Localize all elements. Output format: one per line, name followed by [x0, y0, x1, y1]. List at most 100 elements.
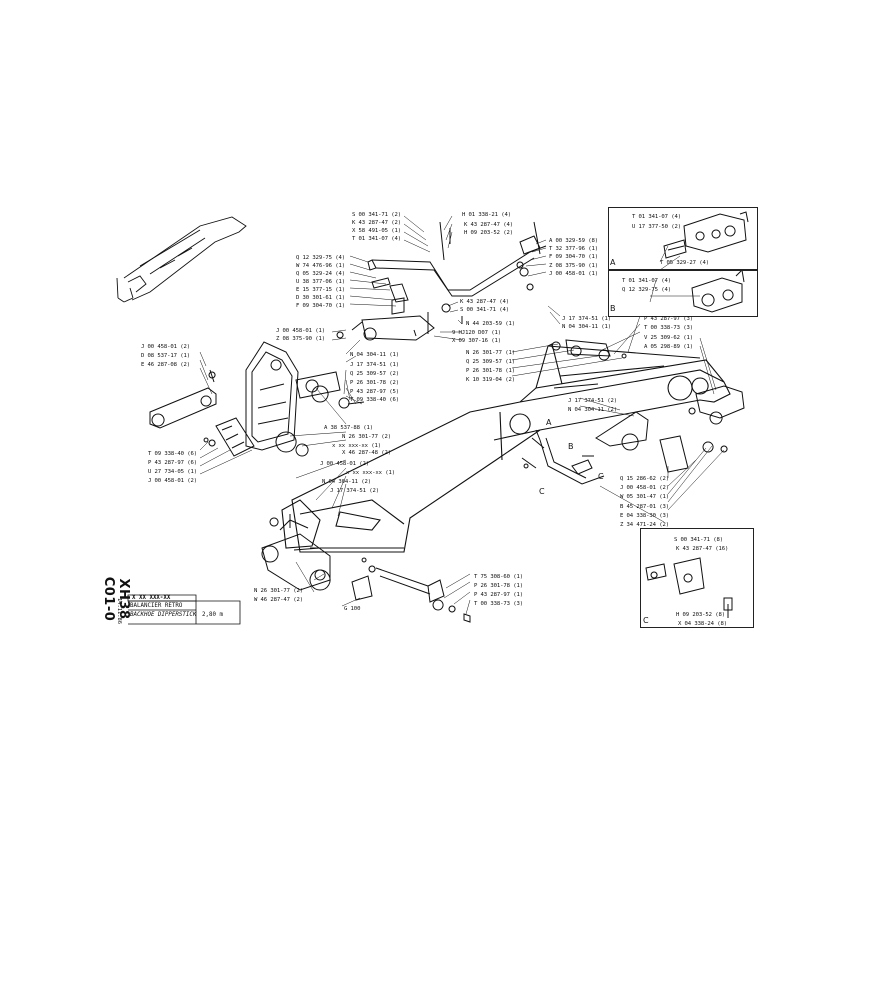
part-label[interactable]: A 38 537-88 (1)	[324, 425, 374, 431]
part-label[interactable]: N 04 304-11 (2)	[568, 407, 618, 413]
part-label[interactable]: P 26 301-78 (2)	[350, 380, 400, 386]
part-label[interactable]: P 43 287-97 (6)	[148, 460, 198, 466]
part-label[interactable]: W 05 301-47 (1)	[620, 494, 670, 500]
part-label[interactable]: U 38 377-06 (1)	[296, 279, 346, 285]
part-label[interactable]: S 00 341-71 (8)	[674, 537, 724, 543]
side-plate-assembly	[245, 341, 365, 457]
part-label[interactable]: x xx xxx-xx (1)	[346, 470, 396, 476]
part-label[interactable]: T 00 338-73 (3)	[474, 601, 524, 607]
leader-lines	[199, 215, 725, 615]
part-label[interactable]: H 09 203-52 (2)	[464, 230, 514, 236]
title-french: BALANCIER RETRO	[130, 603, 183, 609]
callout-letter-b: B	[568, 442, 574, 451]
part-label[interactable]: E 46 287-08 (2)	[141, 362, 191, 368]
part-label[interactable]: U 17 377-50 (2)	[632, 224, 682, 230]
part-label[interactable]: Q 12 329-75 (4)	[622, 287, 672, 293]
part-label[interactable]: Z 34 471-24 (2)	[620, 522, 670, 528]
part-label[interactable]: T 75 308-60 (1)	[474, 574, 524, 580]
part-label[interactable]: E 15 377-15 (1)	[296, 287, 346, 293]
part-label[interactable]: A 05 298-89 (1)	[644, 344, 694, 350]
title-english: BACKHOE DIPPERSTICK	[130, 612, 197, 618]
part-label[interactable]: J 17 374-51 (2)	[568, 398, 618, 404]
title-block-frame	[127, 594, 241, 625]
part-label[interactable]: J 00 458-01 (2)	[148, 478, 198, 484]
part-label[interactable]: Z 08 375-90 (1)	[549, 263, 599, 269]
part-label[interactable]: J 17 374-51 (2)	[330, 488, 380, 494]
part-label[interactable]: F 09 304-70 (1)	[549, 254, 599, 260]
part-label[interactable]: N 26 301-77 (2)	[254, 588, 304, 594]
detail-c-drawing	[645, 557, 733, 618]
part-label[interactable]: W 46 287-47 (2)	[254, 597, 304, 603]
part-label[interactable]: P 26 301-78 (1)	[466, 368, 516, 374]
part-label[interactable]: N 04 304-11 (2)	[322, 479, 372, 485]
detail-view-b-frame	[608, 269, 758, 317]
part-label[interactable]: J 00 458-01 (1)	[549, 271, 599, 277]
part-label[interactable]: X 09 307-16 (1)	[452, 338, 502, 344]
part-label[interactable]: P 43 287-97 (5)	[350, 389, 400, 395]
part-label[interactable]: J 00 458-01 (2)	[320, 461, 370, 467]
part-label[interactable]: Q 25 309-57 (1)	[466, 359, 516, 365]
part-label[interactable]: J 17 374-51 (1)	[562, 316, 612, 322]
part-label[interactable]: H 01 338-21 (4)	[462, 212, 512, 218]
part-label[interactable]: N 04 304-11 (1)	[350, 352, 400, 358]
part-label[interactable]: D 08 537-17 (1)	[141, 353, 191, 359]
hose-clamp	[521, 429, 605, 485]
callout-letter-c: C	[598, 472, 604, 481]
detail-view-a-frame	[608, 207, 758, 271]
drawing-date: 14.11.86	[115, 598, 122, 624]
part-label[interactable]: T 09 338-40 (6)	[148, 451, 198, 457]
part-label[interactable]: P 43 287-97 (1)	[474, 592, 524, 598]
part-label[interactable]: S 00 341-71 (4)	[460, 307, 510, 313]
part-label[interactable]: V 25 309-62 (1)	[644, 335, 694, 341]
part-label[interactable]: J 00 458-01 (2)	[620, 485, 670, 491]
part-label[interactable]: B 45 287-01 (3)	[620, 504, 670, 510]
part-label[interactable]: D 30 301-61 (1)	[296, 295, 346, 301]
part-label[interactable]: N 04 304-11 (1)	[562, 324, 612, 330]
part-label[interactable]: X 46 287-48 (2)	[342, 450, 392, 456]
part-label[interactable]: K 43 287-47 (16)	[676, 546, 729, 552]
part-label[interactable]: J 00 458-01 (1)	[276, 328, 326, 334]
part-label[interactable]: S 00 341-71 (2)	[352, 212, 402, 218]
part-label[interactable]: x xx xxx-xx (1)	[332, 443, 382, 449]
part-label[interactable]: E 04 338-30 (3)	[620, 513, 670, 519]
part-label[interactable]: Q 15 286-62 (2)	[620, 476, 670, 482]
part-label[interactable]: H 09 203-52 (8)	[676, 612, 726, 618]
lower-knuckle	[261, 514, 471, 623]
part-label[interactable]: W 74 476-96 (1)	[296, 263, 346, 269]
part-label[interactable]: K 10 319-04 (2)	[466, 377, 516, 383]
part-label[interactable]: X 04 338-24 (8)	[678, 621, 728, 627]
part-label[interactable]: T 00 338-73 (3)	[644, 325, 694, 331]
detail-a-drawing	[663, 211, 749, 259]
part-label[interactable]: N 26 301-77 (2)	[342, 434, 392, 440]
part-label[interactable]: Q 12 329-75 (4)	[296, 255, 346, 261]
part-label[interactable]: T 09 338-40 (6)	[350, 397, 400, 403]
part-label[interactable]: K 43 287-47 (2)	[352, 220, 402, 226]
part-label[interactable]: T 01 341-07 (4)	[632, 214, 682, 220]
part-label[interactable]: P 26 301-78 (1)	[474, 583, 524, 589]
part-label[interactable]: J 00 458-01 (2)	[141, 344, 191, 350]
part-label[interactable]: 9 HJ120 D07 (1)	[452, 330, 502, 336]
part-label[interactable]: P 43 287-97 (3)	[644, 316, 694, 322]
part-label[interactable]: Q 25 309-57 (2)	[350, 371, 400, 377]
part-label[interactable]: N 26 301-77 (1)	[466, 350, 516, 356]
part-label[interactable]: K 43 287-47 (4)	[460, 299, 510, 305]
part-label[interactable]: K 43 287-47 (4)	[464, 222, 514, 228]
detail-b-drawing	[691, 268, 745, 313]
machine-silhouette-icon	[116, 216, 247, 303]
part-label[interactable]: T 01 341-07 (4)	[352, 236, 402, 242]
part-label[interactable]: T 05 329-27 (4)	[660, 260, 710, 266]
part-label[interactable]: A 00 329-59 (8)	[549, 238, 599, 244]
part-label[interactable]: T 32 377-96 (1)	[549, 246, 599, 252]
part-label[interactable]: X 58 491-05 (1)	[352, 228, 402, 234]
part-label[interactable]: U 27 734-05 (1)	[148, 469, 198, 475]
part-label[interactable]: N 44 203-59 (1)	[466, 321, 516, 327]
part-label[interactable]: J 17 374-51 (1)	[350, 362, 400, 368]
part-label[interactable]: Q 05 329-24 (4)	[296, 271, 346, 277]
part-label[interactable]: T 01 341-07 (4)	[622, 278, 672, 284]
callout-letter-a: A	[546, 418, 552, 427]
part-label[interactable]: Z 08 375-90 (1)	[276, 336, 326, 342]
part-label[interactable]: G 100	[344, 606, 361, 612]
part-label[interactable]: F 09 304-70 (1)	[296, 303, 346, 309]
